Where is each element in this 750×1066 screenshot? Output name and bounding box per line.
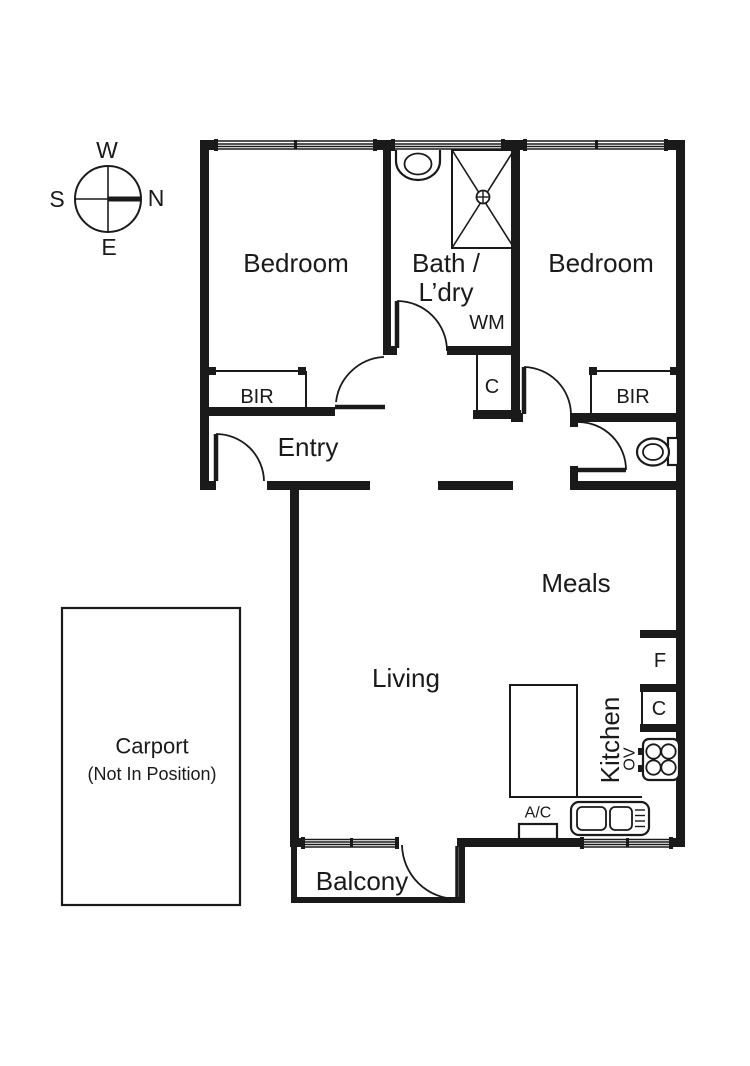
kitchen-cupboard-label: C	[652, 698, 666, 720]
fridge-label: F	[654, 650, 666, 672]
bedroom2-label: Bedroom	[548, 248, 654, 278]
living-label: Living	[372, 663, 440, 693]
carport-label: Carport	[115, 734, 188, 759]
fixture-labels: WM C BIR BIR F C OV A/C	[240, 312, 666, 822]
doors	[213, 300, 627, 900]
carport-note-label: (Not In Position)	[87, 764, 216, 784]
balcony-walls	[291, 847, 465, 903]
balcony-door-arc	[401, 844, 458, 900]
carport-labels: Carport (Not In Position)	[87, 734, 216, 785]
bath-cupboard-label: C	[485, 376, 499, 398]
window	[393, 139, 505, 151]
bir-left-robe	[208, 367, 307, 407]
cooktop-icon	[638, 737, 681, 782]
compass-west-label: W	[96, 137, 118, 163]
kitchen-bench	[509, 684, 642, 798]
entry-door-arc	[215, 433, 265, 482]
toilet-icon	[394, 150, 442, 182]
compass-east-label: E	[101, 234, 116, 260]
bir-right-label: BIR	[616, 386, 649, 408]
kitchen-label: Kitchen	[595, 697, 625, 784]
bath-label-line2: L’dry	[419, 277, 474, 307]
shower-icon	[451, 149, 515, 249]
sink-icon	[569, 800, 651, 837]
entry-label: Entry	[278, 432, 339, 462]
bath-label-line1: Bath /	[412, 248, 481, 278]
bedroom2-door-arc	[523, 366, 572, 415]
bedroom1-door-arc	[335, 356, 385, 403]
wc-door-arc	[577, 421, 627, 471]
compass-north-label: N	[148, 185, 165, 211]
kitchen-area	[509, 630, 681, 841]
wc-toilet-icon	[635, 436, 680, 467]
oven-label: OV	[622, 747, 639, 770]
interior-walls	[200, 148, 685, 490]
outer-walls	[200, 140, 685, 847]
balcony-label: Balcony	[316, 866, 409, 896]
bath-door-arc	[396, 300, 448, 352]
room-labels: Bedroom Bedroom Bath / L’dry Entry Meals…	[243, 248, 654, 896]
windows-bottom	[301, 837, 673, 849]
aircon-unit	[517, 822, 559, 841]
carport-outline	[60, 606, 242, 907]
meals-label: Meals	[541, 568, 610, 598]
bir-right-robe	[589, 367, 678, 413]
compass-icon: W N S E	[49, 137, 164, 260]
aircon-label: A/C	[525, 805, 552, 822]
windows-top	[214, 139, 668, 151]
compass-south-label: S	[49, 186, 64, 212]
bedroom1-label: Bedroom	[243, 248, 349, 278]
wm-label: WM	[469, 312, 505, 334]
bir-left-label: BIR	[240, 386, 273, 408]
